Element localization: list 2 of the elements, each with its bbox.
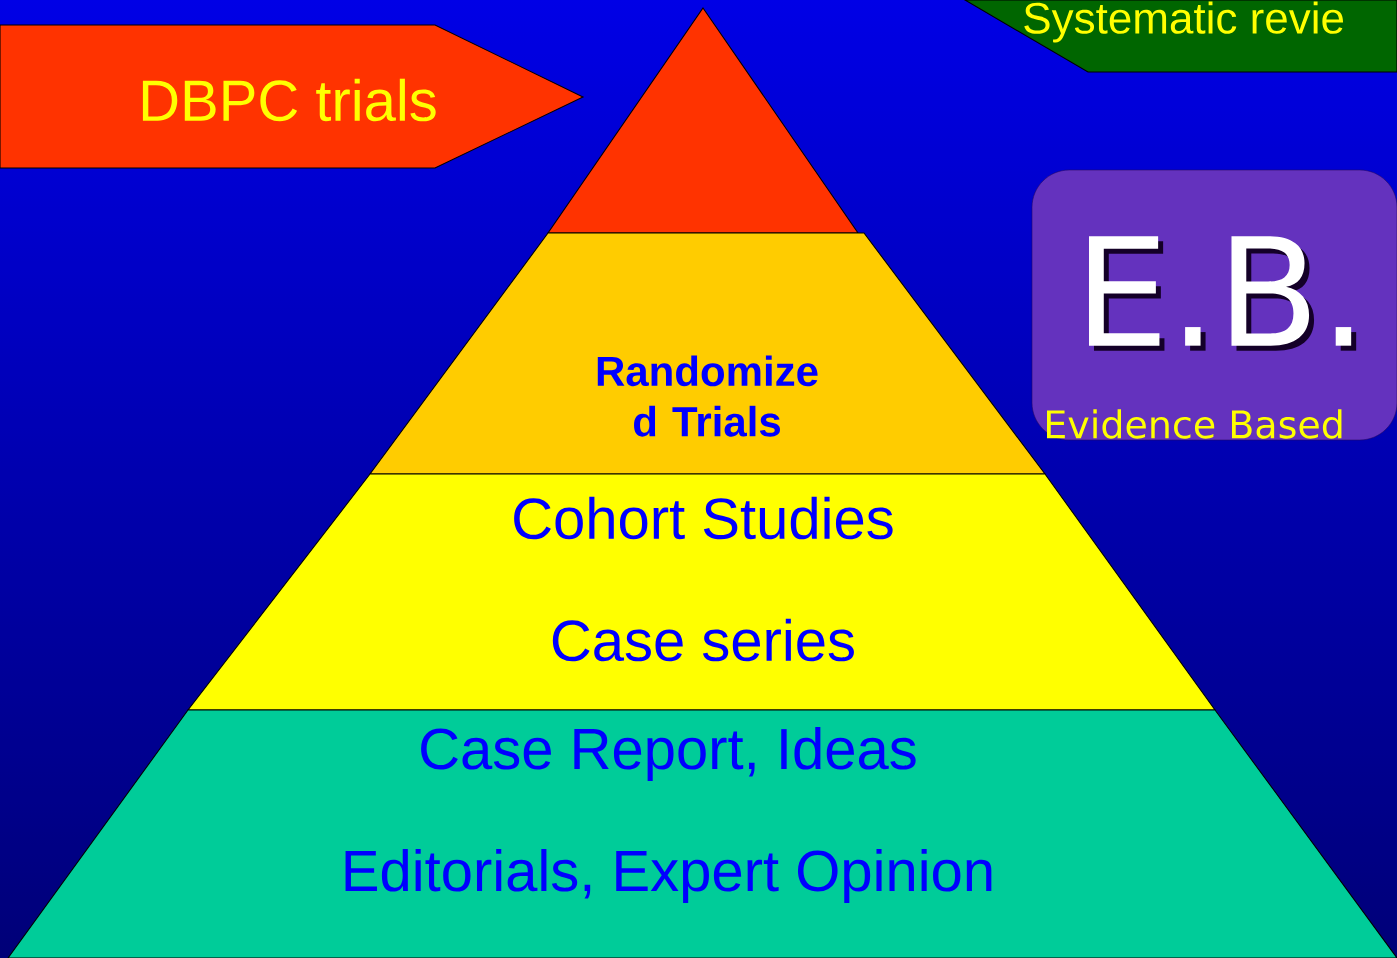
arrow-banner: DBPC trials: [0, 24, 585, 169]
pyramid-top: [547, 7, 860, 234]
